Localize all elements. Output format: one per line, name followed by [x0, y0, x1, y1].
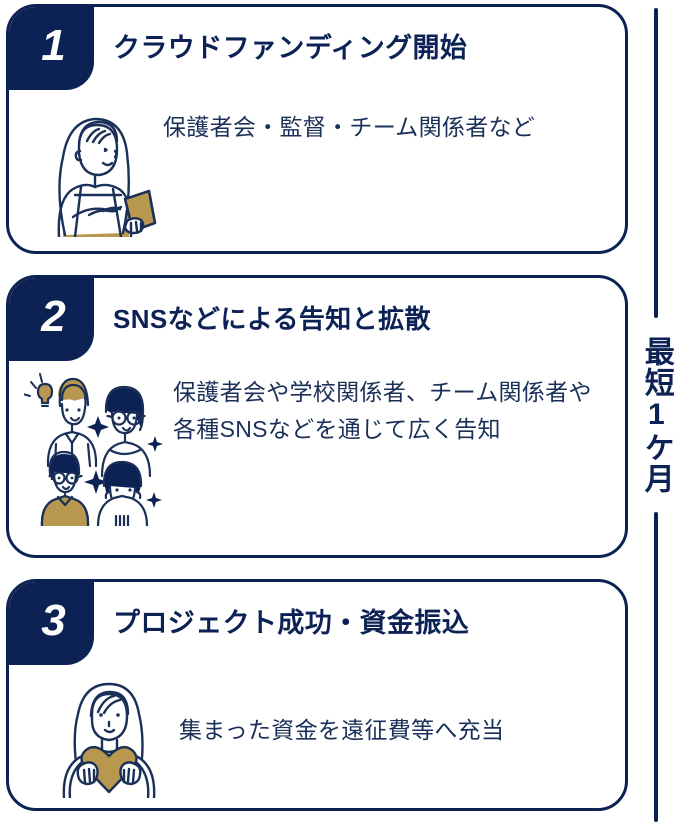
step-number-badge-3: 3 — [9, 582, 94, 665]
duration-line-top — [654, 8, 658, 318]
step-body-1: 保護者会・監督・チーム関係者など — [9, 91, 625, 251]
step-description-2: 保護者会や学校関係者、チーム関係者や各種SNSなどを通じて広く告知 — [173, 379, 592, 443]
step-number-badge-1: 1 — [9, 7, 94, 90]
step-number-badge-2: 2 — [9, 278, 94, 361]
steps-column: 1 クラウドファンディング開始 — [6, 4, 628, 811]
step-card-2: 2 SNSなどによる告知と拡散 — [6, 275, 628, 558]
step-title-3: プロジェクト成功・資金振込 — [113, 608, 470, 639]
step-card-1: 1 クラウドファンディング開始 — [6, 4, 628, 254]
step-description-3: 集まった資金を遠征費等へ充当 — [179, 717, 505, 743]
step-description-1: 保護者会・監督・チーム関係者など — [163, 114, 536, 140]
duration-line-bottom — [654, 512, 658, 822]
step-body-2: 保護者会や学校関係者、チーム関係者や各種SNSなどを通じて広く告知 — [9, 362, 625, 555]
step-title-2: SNSなどによる告知と拡散 — [113, 304, 431, 335]
step-body-3: 集まった資金を遠征費等へ充当 — [9, 666, 625, 808]
duration-label: 最短1ケ月 — [639, 336, 673, 494]
step-number-1: 1 — [41, 21, 66, 70]
step-title-1: クラウドファンディング開始 — [113, 33, 468, 64]
step-header-2: SNSなどによる告知と拡散 — [9, 278, 625, 362]
step-number-3: 3 — [41, 596, 66, 645]
duration-rail: 最短1ケ月 — [628, 0, 684, 830]
step-card-3: 3 プロジェクト成功・資金振込 — [6, 579, 628, 811]
woman-holding-heart-icon — [23, 670, 179, 798]
step-number-2: 2 — [41, 292, 66, 341]
step-header-1: クラウドファンディング開始 — [9, 7, 625, 91]
woman-with-smartphone-icon — [23, 95, 163, 237]
four-people-group-icon — [23, 366, 173, 526]
step-header-3: プロジェクト成功・資金振込 — [9, 582, 625, 666]
